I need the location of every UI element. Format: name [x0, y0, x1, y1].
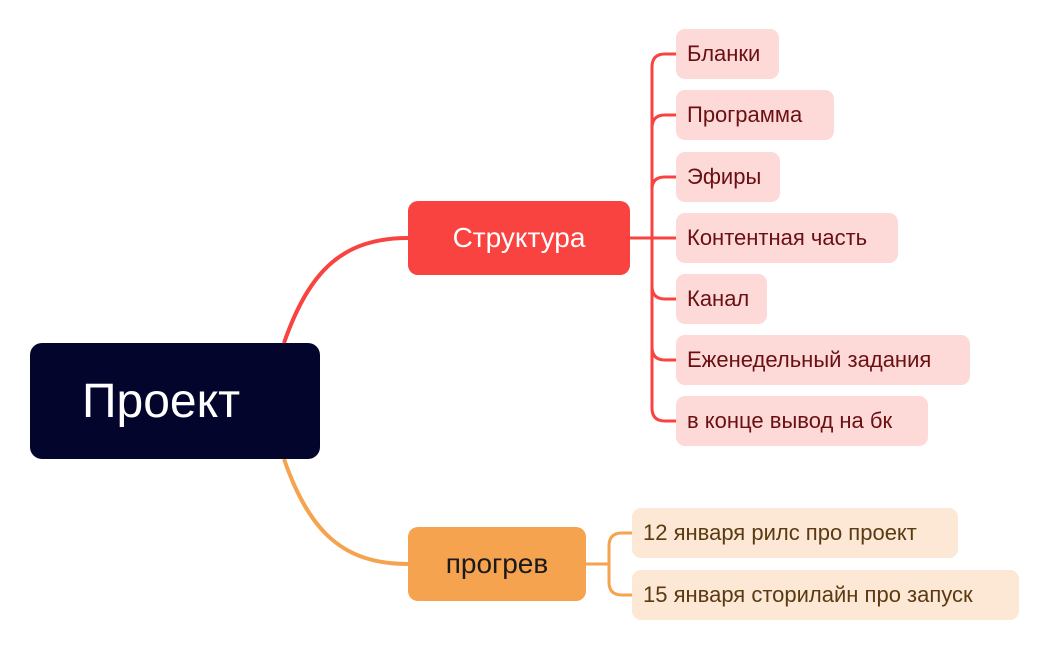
topic-structure[interactable]: Структура: [408, 201, 630, 275]
subtopic-final-output[interactable]: в конце вывод на бк: [676, 396, 928, 446]
subtopic-broadcasts[interactable]: Эфиры: [676, 152, 780, 202]
connector-struct-tick-3: [650, 175, 676, 190]
subtopic-blanks[interactable]: Бланки: [676, 29, 779, 79]
subtopic-label: Программа: [687, 102, 803, 127]
connector-root-struct: [282, 236, 409, 344]
connector-struct-tick-2: [650, 113, 676, 129]
topic-label: прогрев: [445, 548, 549, 579]
subtopic-jan-15[interactable]: 15 января сторилайн про запуск: [632, 570, 1019, 620]
subtopic-label: Еженедельный задания: [687, 347, 932, 372]
subtopic-content-part[interactable]: Контентная часть: [676, 213, 898, 263]
subtopic-program[interactable]: Программа: [676, 90, 834, 140]
subtopic-label: Эфиры: [687, 164, 762, 189]
root-node[interactable]: Проект: [30, 343, 320, 459]
subtopic-label: 12 января рилс про проект: [643, 520, 917, 545]
subtopic-channel[interactable]: Канал: [676, 274, 767, 324]
root-label: Проект: [82, 374, 241, 428]
subtopic-label: Канал: [687, 286, 750, 311]
connector-warm-spine: [607, 531, 632, 597]
subtopic-jan-12[interactable]: 12 января рилс про проект: [632, 508, 958, 558]
topic-label: Структура: [452, 222, 586, 253]
connector-struct-tick-6: [650, 346, 676, 362]
subtopic-label: 15 января сторилайн про запуск: [643, 582, 973, 607]
connector-struct-tick-5: [650, 285, 676, 301]
connector-root-warm: [282, 458, 409, 566]
topic-warmup[interactable]: прогрев: [408, 527, 586, 601]
subtopic-weekly-tasks[interactable]: Еженедельный задания: [676, 335, 970, 385]
subtopic-label: Бланки: [687, 41, 761, 66]
subtopic-label: Контентная часть: [687, 225, 868, 250]
subtopic-label: в конце вывод на бк: [687, 408, 893, 433]
